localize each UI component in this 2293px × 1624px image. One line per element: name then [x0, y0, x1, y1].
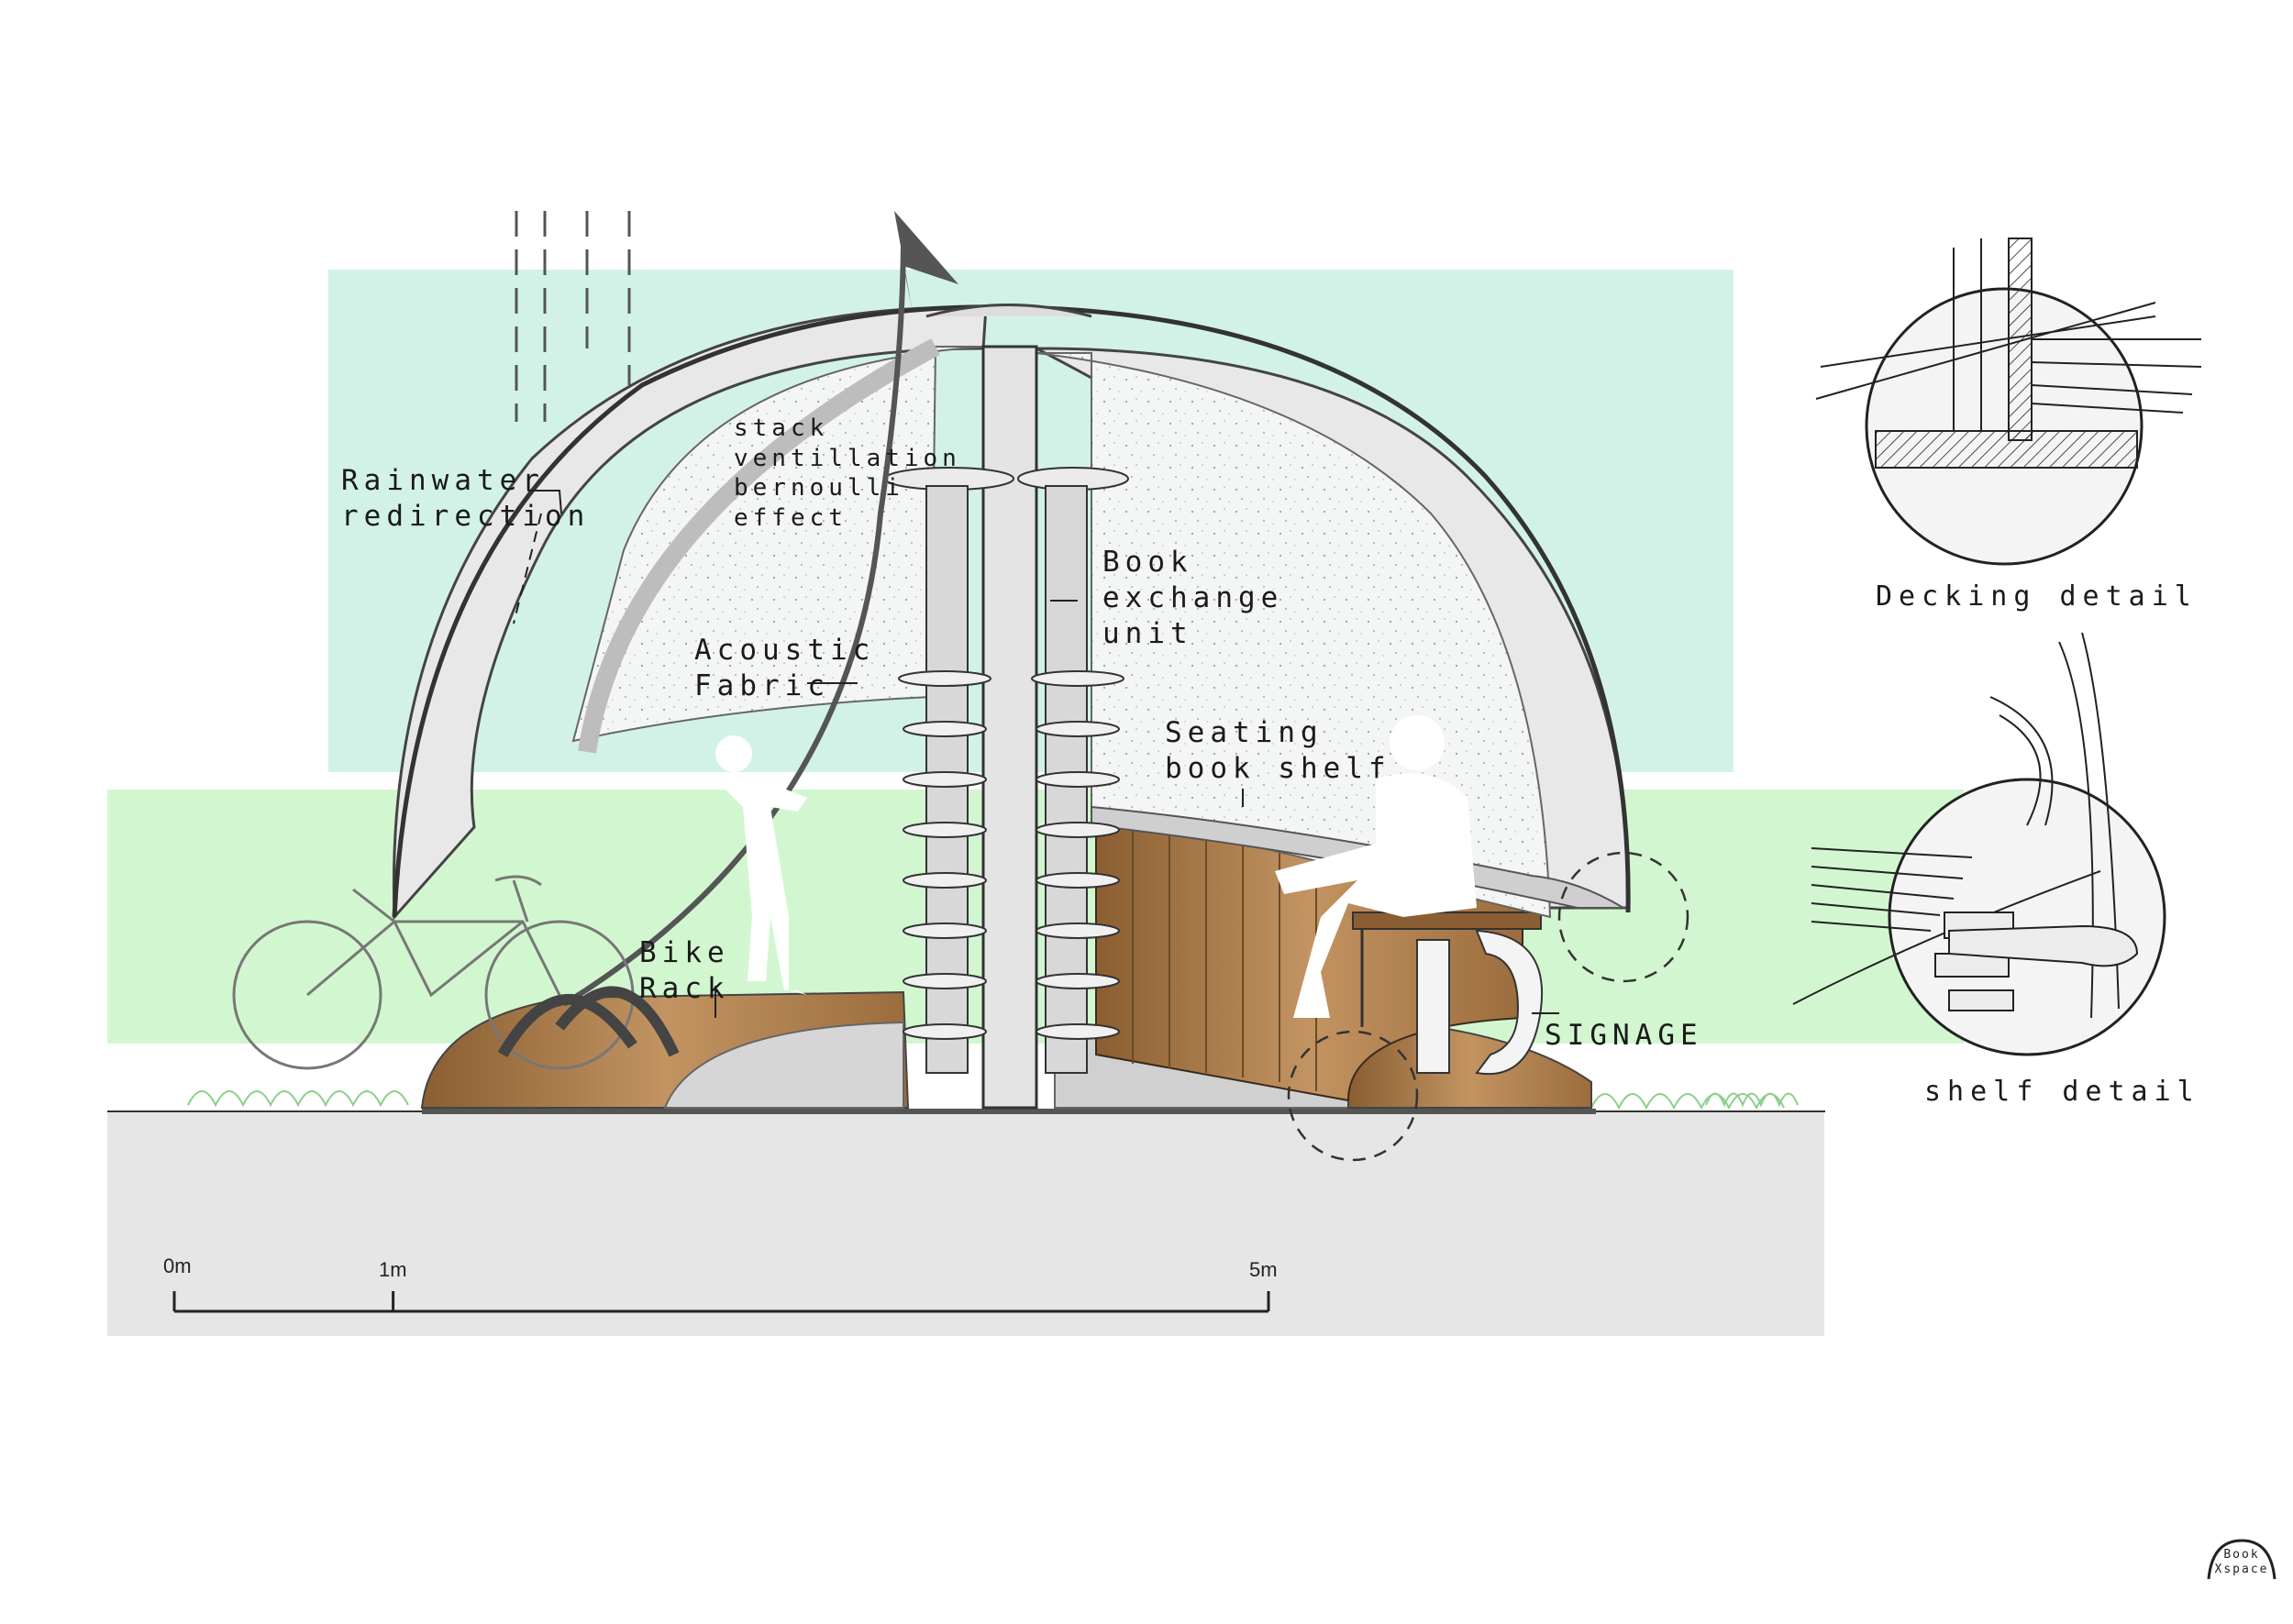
bike-rack — [497, 986, 680, 1058]
label-line: bernoulli — [734, 474, 904, 502]
label-stack-ventilation: stack ventillation bernoulli effect — [734, 414, 961, 533]
label-line: effect — [734, 503, 847, 532]
ventilation-arrow — [562, 211, 958, 1007]
logo-line-1: Book — [2223, 1548, 2260, 1562]
label-line: Rainwater — [341, 464, 545, 497]
label-line: Fabric — [694, 668, 830, 702]
scale-bar — [172, 1291, 1270, 1313]
person-sitting — [1275, 715, 1477, 1018]
decking-detail-drawing — [1815, 238, 2202, 566]
bookxspace-logo: Book Xspace — [2205, 1548, 2278, 1578]
label-line: ventillation — [734, 444, 961, 472]
label-line: Book — [1102, 546, 1193, 579]
label-line: Bike — [639, 936, 730, 969]
shelf-detail-drawing — [1792, 632, 2166, 1056]
label-acoustic-fabric: Acoustic Fabric — [694, 633, 875, 704]
logo-arc — [2207, 1539, 2276, 1580]
label-line: exchange — [1102, 580, 1284, 614]
label-line: Seating — [1165, 716, 1324, 749]
label-decking-detail: Decking detail — [1876, 580, 2198, 613]
label-line: stack — [734, 414, 829, 442]
label-signage: SIGNAGE — [1545, 1019, 1703, 1052]
leader-lines — [513, 490, 1559, 1018]
label-line: unit — [1102, 616, 1193, 650]
ground-band — [107, 1111, 1824, 1336]
rain-lines — [515, 211, 631, 422]
detail-callouts — [1287, 851, 1689, 1162]
label-rainwater-redirection: Rainwater redirection — [341, 463, 590, 535]
grass-tufts — [187, 1090, 1799, 1110]
bicycle — [232, 875, 635, 1070]
signage-letters — [1416, 929, 1544, 1076]
label-line: Acoustic — [694, 634, 876, 667]
scale-label-0m: 0m — [163, 1254, 192, 1277]
seat-bench — [1352, 911, 1542, 930]
person-standing — [715, 735, 807, 995]
label-line: Rack — [639, 971, 730, 1005]
label-book-exchange-unit: Book exchange unit — [1102, 545, 1283, 651]
label-line: book shelf — [1165, 751, 1391, 785]
label-shelf-detail: shelf detail — [1924, 1076, 2200, 1108]
logo-line-2: Xspace — [2214, 1563, 2269, 1577]
central-column — [981, 345, 1038, 1110]
label-bike-rack: Bike Rack — [639, 935, 730, 1007]
scale-label-1m: 1m — [379, 1258, 407, 1281]
label-seating-book-shelf: Seating book shelf — [1165, 715, 1391, 787]
shelf-plates — [898, 670, 1124, 1040]
scale-label-5m: 5m — [1249, 1258, 1278, 1281]
label-line: redirection — [341, 499, 591, 533]
